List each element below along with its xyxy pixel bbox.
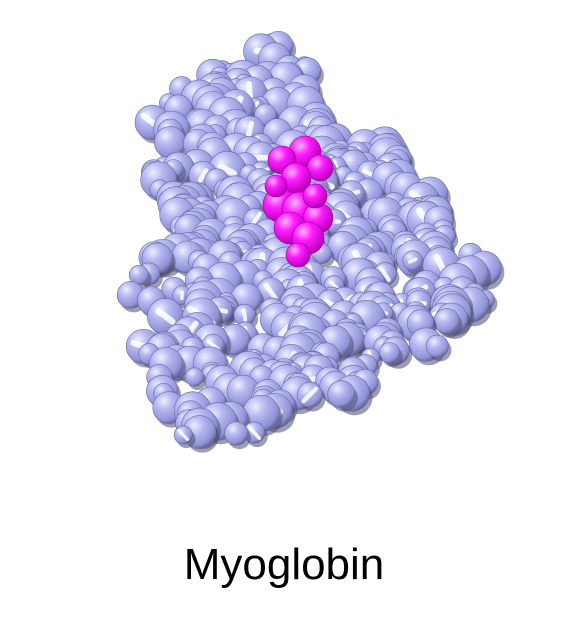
protein-atom [327, 380, 356, 408]
molecule-caption: Myoglobin [183, 540, 385, 589]
atom-highlight [378, 266, 391, 282]
atom-highlight [247, 425, 262, 441]
atom-highlight [180, 290, 184, 301]
atom-highlight [217, 163, 237, 177]
atom-highlight [241, 308, 248, 322]
heme-group [262, 135, 334, 268]
protein-atom [184, 367, 204, 387]
protein-atom [433, 308, 460, 334]
heme-atom [264, 174, 288, 198]
heme-atom [285, 242, 311, 268]
protein-atom [425, 334, 449, 358]
atom-highlight [407, 257, 418, 264]
atom-highlight [263, 282, 278, 301]
protein-surface [116, 30, 505, 453]
myoglobin-molecule-render [116, 30, 505, 453]
protein-atom [224, 421, 249, 446]
atom-highlight [177, 429, 190, 441]
atom-highlight [155, 307, 176, 325]
protein-atom [378, 342, 401, 364]
atom-highlight [244, 120, 255, 142]
atom-highlight [197, 168, 209, 183]
atom-highlight [301, 386, 319, 404]
heme-atom [302, 183, 328, 209]
